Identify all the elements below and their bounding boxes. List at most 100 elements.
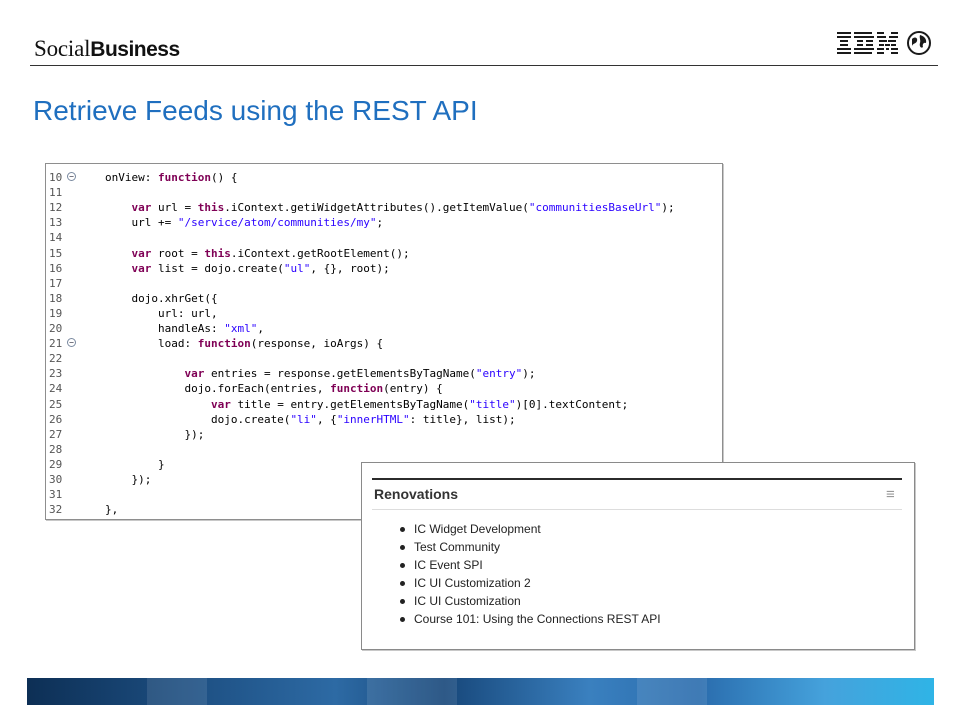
code-line: 25 var title = entry.getElementsByTagNam…: [46, 397, 722, 412]
community-name: IC Widget Development: [414, 522, 541, 536]
code-line: 14: [46, 230, 722, 245]
code-line: 31: [46, 487, 722, 502]
footer-streak: [637, 678, 707, 705]
code-text: var root = this.iContext.getRootElement(…: [131, 246, 410, 260]
hamburger-menu-icon[interactable]: ≡: [886, 486, 895, 503]
bullet-icon: [400, 545, 405, 550]
bullet-icon: [400, 581, 405, 586]
fold-toggle-icon[interactable]: −: [67, 172, 76, 181]
brand-regular: Social: [34, 36, 91, 61]
line-number: 27: [49, 427, 63, 441]
line-number: 30: [49, 473, 63, 486]
community-list-item[interactable]: IC Event SPI: [400, 556, 661, 574]
line-number: 20: [49, 322, 63, 335]
globe-icon: [907, 31, 931, 55]
code-text: var list = dojo.create("ul", {}, root);: [131, 261, 390, 275]
code-line: 15 var root = this.iContext.getRootEleme…: [46, 246, 722, 261]
line-number: 16: [49, 261, 63, 275]
footer-streak: [367, 678, 457, 705]
community-name: Test Community: [414, 540, 501, 554]
header-divider: [30, 65, 938, 66]
line-number: 32: [49, 503, 63, 517]
code-line: 19 url: url,: [46, 306, 722, 321]
line-number: 22: [49, 352, 63, 366]
code-text: load: function(response, ioArgs) {: [105, 337, 384, 351]
bullet-icon: [400, 617, 405, 622]
code-line: 13 url += "/service/atom/communities/my"…: [46, 215, 722, 230]
line-number: 12: [49, 201, 63, 215]
code-line: 27 });: [46, 427, 722, 442]
code-text: url += "/service/atom/communities/my";: [105, 216, 384, 230]
widget-top-rule: [372, 478, 902, 480]
code-text: onView: function() {: [105, 171, 238, 184]
code-line: 32},: [46, 502, 722, 517]
code-line: 24 dojo.forEach(entries, function(entry)…: [46, 381, 722, 396]
community-list-item[interactable]: IC UI Customization: [400, 592, 661, 610]
code-text: });: [105, 473, 152, 486]
line-number: 29: [49, 457, 63, 471]
community-name: IC Event SPI: [414, 558, 483, 572]
code-line: 20 handleAs: "xml",: [46, 321, 722, 336]
slide-title: Retrieve Feeds using the REST API: [33, 95, 478, 126]
code-line: 30 });: [46, 472, 722, 487]
community-name: Course 101: Using the Connections REST A…: [414, 612, 661, 626]
footer-streak: [147, 678, 207, 705]
line-number: 10: [49, 171, 63, 184]
community-name: IC UI Customization: [414, 594, 521, 608]
code-line: 11: [46, 185, 722, 200]
line-number: 28: [49, 442, 63, 456]
code-text: handleAs: "xml",: [105, 322, 264, 335]
widget-header-divider: [372, 509, 902, 510]
bullet-icon: [400, 527, 405, 532]
footer-band: [27, 678, 934, 705]
code-line: 21− load: function(response, ioArgs) {: [46, 336, 722, 351]
bullet-icon: [400, 599, 405, 604]
ibm-logo: [837, 32, 898, 54]
line-number: 14: [49, 231, 63, 245]
line-number: 19: [49, 306, 63, 320]
community-name: IC UI Customization 2: [414, 576, 531, 590]
code-text: dojo.create("li", {"innerHTML": title}, …: [105, 412, 516, 426]
code-text: var url = this.iContext.getiWidgetAttrib…: [131, 201, 675, 215]
code-text: });: [105, 427, 205, 441]
code-text: dojo.xhrGet({: [105, 291, 218, 305]
line-number: 25: [49, 397, 63, 411]
code-text: url: url,: [105, 306, 218, 320]
code-line: 23 var entries = response.getElementsByT…: [46, 366, 722, 381]
widget-title: Renovations: [374, 486, 459, 502]
community-list-item[interactable]: IC Widget Development: [400, 520, 661, 538]
fold-toggle-icon[interactable]: −: [67, 338, 76, 348]
community-list-item[interactable]: Test Community: [400, 538, 661, 556]
code-line: 29 }: [46, 457, 722, 472]
code-line: 16 var list = dojo.create("ul", {}, root…: [46, 261, 722, 276]
line-number: 31: [49, 488, 63, 502]
code-line: 17: [46, 276, 722, 291]
line-number: 15: [49, 246, 63, 260]
code-line: 10− onView: function() {: [46, 170, 722, 185]
line-number: 17: [49, 276, 63, 290]
code-text: },: [105, 503, 119, 517]
code-line: 26 dojo.create("li", {"innerHTML": title…: [46, 412, 722, 427]
bullet-icon: [400, 563, 405, 568]
line-number: 18: [49, 291, 63, 305]
code-line: 28: [46, 442, 722, 457]
code-line: 22: [46, 351, 722, 366]
code-text: dojo.forEach(entries, function(entry) {: [105, 382, 443, 396]
line-number: 21: [49, 337, 63, 351]
line-number: 11: [49, 186, 63, 200]
code-text: }: [105, 457, 165, 471]
line-number: 26: [49, 412, 63, 426]
community-list-item[interactable]: IC UI Customization 2: [400, 574, 661, 592]
brand-bold: Business: [90, 38, 180, 61]
code-line: 12 var url = this.iContext.getiWidgetAtt…: [46, 200, 722, 215]
line-number: 24: [49, 382, 63, 396]
line-number: 13: [49, 216, 63, 230]
code-text: var entries = response.getElementsByTagN…: [184, 367, 536, 381]
community-list-item[interactable]: Course 101: Using the Connections REST A…: [400, 610, 661, 628]
code-line: 18 dojo.xhrGet({: [46, 291, 722, 306]
code-text: var title = entry.getElementsByTagName("…: [210, 397, 629, 411]
line-number: 23: [49, 367, 63, 381]
